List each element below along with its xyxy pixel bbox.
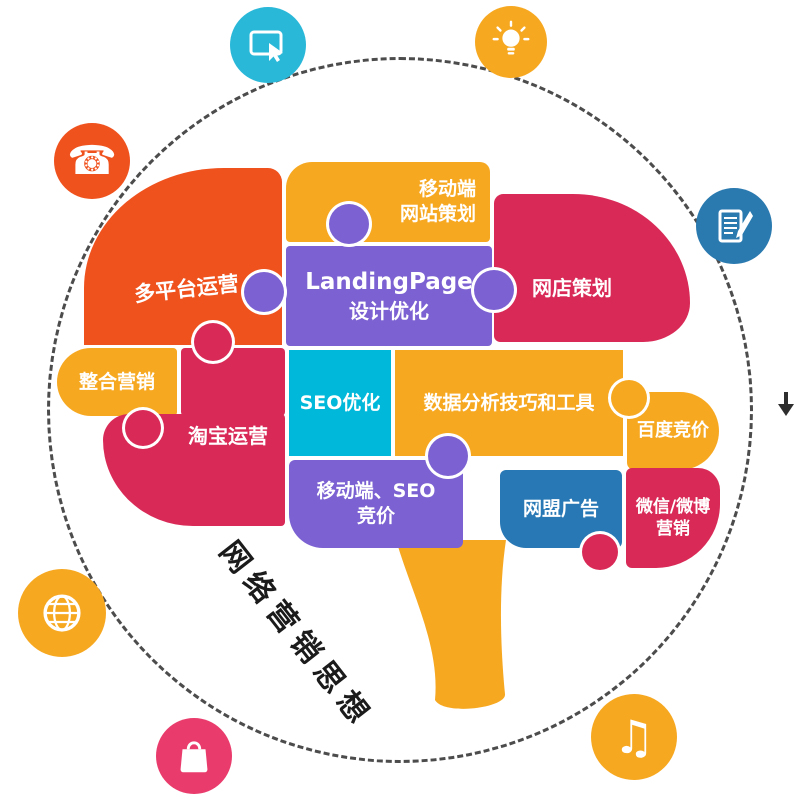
piece-wechat-weibo-line1: 微信/微博	[635, 496, 711, 517]
piece-data-analysis-label: 数据分析技巧和工具	[423, 391, 595, 414]
knob-landing-right	[474, 270, 514, 310]
knob-landing-top	[329, 204, 369, 244]
ring-icon-phone: ☎	[54, 123, 130, 199]
piece-shop-planning-label: 网店策划	[532, 276, 612, 300]
lightbulb-icon	[492, 20, 530, 55]
piece-integrated-marketing-label: 整合营销	[78, 370, 155, 393]
piece-landing-page: LandingPage 设计优化	[286, 246, 492, 346]
ring-icon-music: ♫	[591, 694, 677, 780]
piece-ad-network-label: 网盟广告	[522, 497, 599, 520]
notepad-pen-icon	[718, 209, 753, 243]
piece-baidu-bidding-label: 百度竞价	[637, 420, 709, 442]
ring-icon-globe	[18, 569, 106, 657]
piece-seo: SEO优化	[289, 350, 391, 456]
piece-taobao-upper	[181, 348, 285, 416]
globe-icon	[43, 594, 81, 632]
tablet-touch-icon	[249, 30, 283, 62]
piece-multi-platform: 多平台运营	[84, 168, 282, 345]
down-arrow-icon	[778, 392, 794, 416]
piece-seo-label: SEO优化	[299, 391, 381, 414]
piece-landing-page-line2: 设计优化	[349, 298, 429, 323]
knob-wechat-bottom	[582, 534, 618, 570]
ring-marker	[774, 392, 798, 424]
piece-mobile-seo-bidding-line2: 竞价	[356, 505, 395, 527]
piece-multi-platform-label: 多平台运营	[132, 271, 240, 307]
piece-mobile-site-line2: 网站策划	[399, 203, 476, 225]
piece-mobile-seo-bidding: 移动端、SEO 竞价	[289, 460, 463, 548]
knob-taobao-left	[125, 410, 161, 446]
piece-wechat-weibo-line2: 营销	[656, 519, 690, 539]
piece-landing-page-line1: LandingPage	[305, 269, 473, 296]
knob-landing-left	[244, 272, 284, 312]
knob-baidu-left	[611, 380, 647, 416]
music-note-icon: ♫	[613, 710, 655, 764]
piece-integrated-marketing: 整合营销	[57, 348, 177, 416]
ring-icon-tablet	[230, 7, 306, 83]
piece-mobile-site-line1: 移动端	[418, 178, 476, 201]
piece-mobile-site-planning: 移动端 网站策划	[286, 162, 490, 242]
phone-icon: ☎	[67, 138, 117, 184]
piece-data-analysis: 数据分析技巧和工具	[395, 350, 623, 456]
brain-stem	[396, 540, 506, 709]
piece-baidu-bidding: 百度竞价	[627, 392, 719, 470]
knob-bidding-top	[428, 436, 468, 476]
shopping-bag-icon	[180, 741, 208, 773]
piece-mobile-seo-bidding-line1: 移动端、SEO	[316, 480, 436, 503]
dashed-ring	[47, 57, 753, 763]
knob-taobao-top	[194, 323, 232, 361]
ring-icon-lightbulb	[475, 6, 547, 78]
piece-taobao-label: 淘宝运营	[188, 424, 268, 448]
ring-icon-notepad	[696, 188, 772, 264]
ring-icon-shopping-bag	[156, 718, 232, 794]
